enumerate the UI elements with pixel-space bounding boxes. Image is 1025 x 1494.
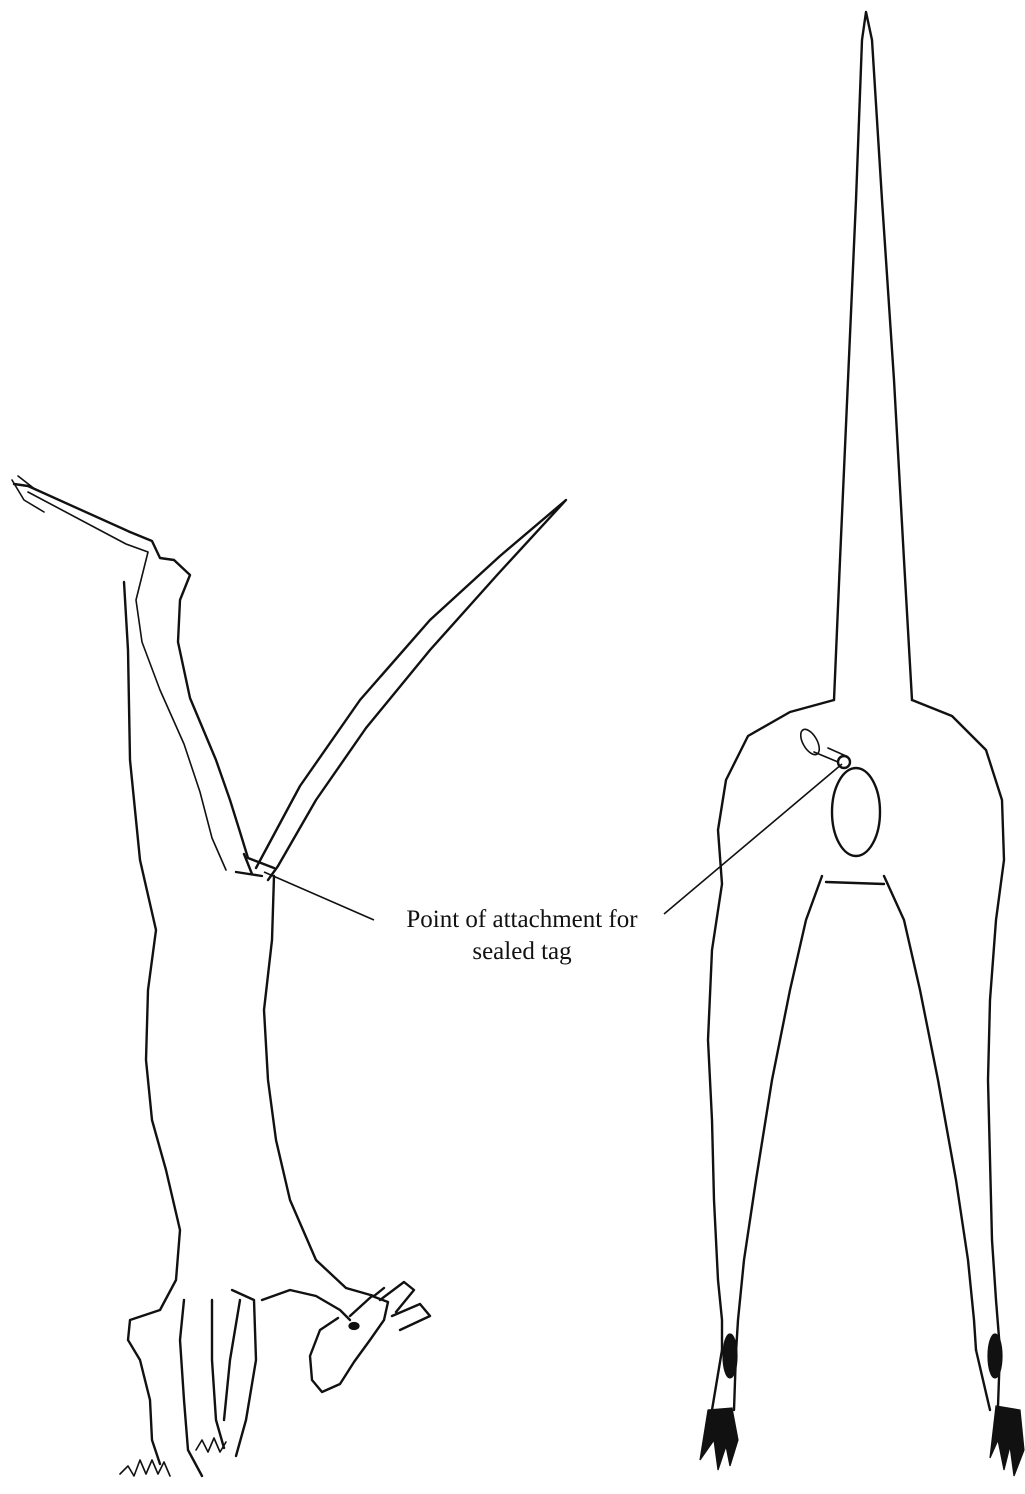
rear-opening bbox=[832, 768, 880, 856]
side-hind-leg bbox=[14, 484, 274, 868]
side-front-leg-2 bbox=[224, 1290, 256, 1456]
side-head bbox=[310, 1296, 388, 1392]
side-spike bbox=[256, 500, 566, 880]
rear-haunch bbox=[708, 700, 1004, 1350]
side-back-contour bbox=[264, 876, 384, 1296]
side-neck bbox=[262, 1290, 350, 1320]
callout-line-2: sealed tag bbox=[372, 936, 672, 968]
tag-attachment-callout: Point of attachment for sealed tag bbox=[372, 904, 672, 968]
side-hooves bbox=[120, 1438, 226, 1476]
leader-line-left bbox=[264, 872, 374, 920]
rear-inner-legs bbox=[736, 876, 976, 1352]
side-eye bbox=[349, 1323, 359, 1330]
rear-spike bbox=[834, 12, 912, 700]
carcass-side-view-illustration bbox=[12, 476, 566, 1476]
side-hoof-upper bbox=[12, 476, 44, 512]
carcass-rear-view-illustration bbox=[700, 12, 1024, 1476]
side-hind-leg-inner bbox=[28, 492, 226, 870]
rear-left-hoof bbox=[700, 1408, 738, 1470]
rear-lower-legs bbox=[712, 1350, 1000, 1410]
side-front-leg-1 bbox=[180, 1300, 224, 1476]
rear-right-hoof bbox=[990, 1406, 1024, 1476]
callout-line-1: Point of attachment for bbox=[372, 904, 672, 936]
rear-tag-loop-icon bbox=[797, 726, 850, 768]
